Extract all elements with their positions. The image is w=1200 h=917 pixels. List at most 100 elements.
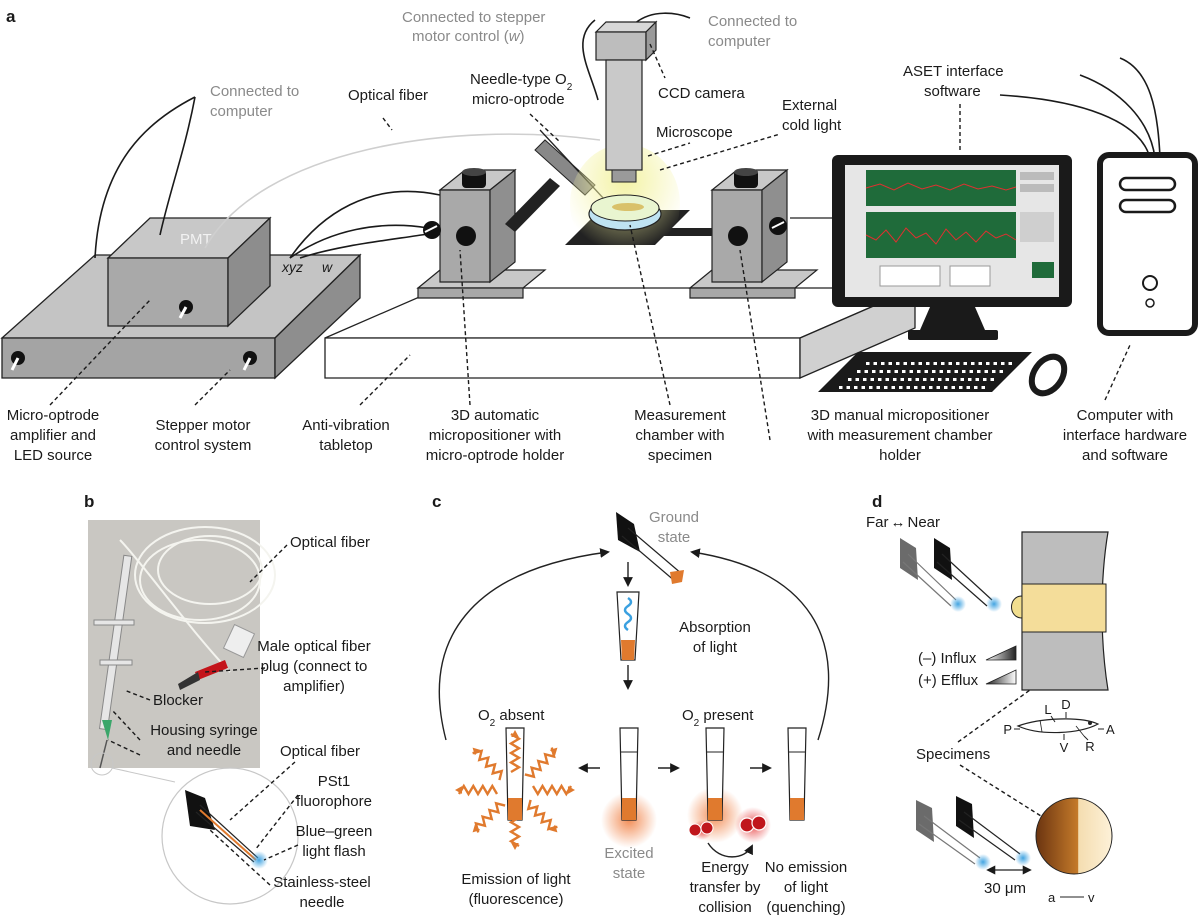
label-chamber-1: Measurement bbox=[634, 407, 727, 424]
b-label-steel-1: Stainless-steel bbox=[273, 874, 371, 891]
label-chamber-2: chamber with bbox=[635, 427, 724, 444]
fluorescence-ray-head bbox=[472, 824, 481, 833]
label-needle-optrode-2: micro-optrode bbox=[472, 91, 565, 108]
far-optrode bbox=[900, 538, 966, 612]
label-manual-positioner-3: holder bbox=[879, 447, 921, 464]
efflux-gradient-icon bbox=[985, 669, 1017, 685]
label-manual-positioner-2: with measurement chamber bbox=[806, 427, 992, 444]
fluorescence-ray-head bbox=[511, 842, 519, 850]
leader-line bbox=[204, 667, 266, 673]
d-axis-a: A bbox=[1106, 722, 1115, 737]
b-label-zoom-fiber: Optical fiber bbox=[280, 743, 360, 760]
wire bbox=[1119, 57, 1161, 159]
keyboard bbox=[818, 352, 1032, 392]
label-aset-1: ASET interface bbox=[903, 63, 1004, 80]
leader-line bbox=[382, 117, 393, 131]
leader-line bbox=[359, 354, 411, 406]
near-optrode-egg bbox=[956, 796, 1031, 866]
c-label-o2-present: O2 present bbox=[682, 707, 754, 729]
d-label-distance: 30 μm bbox=[984, 880, 1026, 897]
cycle-arrow-left bbox=[438, 548, 610, 741]
fluorescence-ray-head bbox=[549, 824, 558, 833]
label-auto-positioner-2: micropositioner with bbox=[429, 427, 562, 444]
label-auto-positioner-1: 3D automatic bbox=[451, 407, 540, 424]
label-amplifier-3: LED source bbox=[14, 447, 92, 464]
fluorescence-ray bbox=[457, 783, 499, 797]
b-label-pst1-1: PSt1 bbox=[318, 773, 351, 790]
wire bbox=[999, 94, 1151, 159]
label-microscope: Microscope bbox=[656, 124, 733, 141]
d-label-far-near: Far↔Near bbox=[866, 514, 940, 531]
label-connected-computer-top-2: computer bbox=[708, 33, 771, 50]
b-label-pst1-2: fluorophore bbox=[296, 793, 372, 810]
quenching-optrode-1 bbox=[705, 727, 725, 821]
d-axis-r: R bbox=[1085, 739, 1094, 754]
label-computer-1: Computer with bbox=[1077, 407, 1174, 424]
label-connected-stepper-1: Connected to stepper bbox=[402, 9, 545, 26]
fluorescence-ray-head bbox=[511, 730, 519, 738]
fluorescence-ray bbox=[524, 747, 556, 779]
leader-line bbox=[123, 689, 151, 701]
d-egg-a: a bbox=[1048, 890, 1056, 905]
leader-line bbox=[629, 224, 671, 406]
label-computer-2: interface hardware bbox=[1063, 427, 1187, 444]
c-label-o2-absent: O2 absent bbox=[478, 707, 545, 729]
label-needle-optrode-1: Needle-type O2 bbox=[470, 71, 573, 93]
c-label-energy-3: collision bbox=[698, 899, 751, 916]
egg-specimen bbox=[1035, 797, 1113, 875]
wire bbox=[582, 19, 599, 101]
fluorescence-ray bbox=[508, 806, 522, 848]
leader-line bbox=[647, 142, 691, 157]
fluorescence-ray-head bbox=[567, 786, 575, 794]
leader-line bbox=[529, 113, 561, 143]
optrode-zoom bbox=[161, 767, 299, 905]
panel-label-b: b bbox=[84, 492, 94, 511]
fluorescence-ray bbox=[472, 749, 504, 781]
ground-state-optrode bbox=[616, 512, 684, 584]
panel-label-d: d bbox=[872, 492, 882, 511]
leader-line bbox=[254, 794, 299, 851]
c-label-noemission-1: No emission bbox=[765, 859, 848, 876]
label-stepper-1: Stepper motor bbox=[155, 417, 250, 434]
d-axis-p: P bbox=[1003, 722, 1012, 737]
optical-fiber-line bbox=[204, 133, 601, 249]
leader-line bbox=[957, 689, 1031, 743]
oxygen-molecule-icon bbox=[688, 807, 771, 858]
wire bbox=[299, 233, 429, 259]
fluorescence-optrode bbox=[505, 727, 525, 821]
pmt-label: PMT bbox=[180, 231, 212, 248]
label-aset-2: software bbox=[924, 83, 981, 100]
c-label-energy-2: transfer by bbox=[690, 879, 761, 896]
d-label-efflux: (+) Efflux bbox=[918, 672, 979, 689]
leader-line bbox=[107, 739, 141, 756]
manual-micropositioner bbox=[688, 168, 819, 299]
label-amplifier-1: Micro-optrode bbox=[7, 407, 100, 424]
d-axis-v: V bbox=[1060, 740, 1069, 755]
c-label-absorption-1: Absorption bbox=[679, 619, 751, 636]
b-label-plug-3: amplifier) bbox=[283, 678, 345, 695]
wire bbox=[159, 96, 196, 236]
wire bbox=[94, 96, 196, 259]
wire bbox=[289, 224, 429, 259]
label-tabletop-1: Anti-vibration bbox=[302, 417, 390, 434]
leader-line bbox=[194, 369, 231, 406]
excited-optrode bbox=[619, 727, 639, 821]
leader-line bbox=[249, 544, 288, 583]
leader-line bbox=[649, 43, 666, 79]
optrode-photo bbox=[88, 520, 276, 769]
label-cold-light-2: cold light bbox=[782, 117, 842, 134]
computer-monitor bbox=[832, 155, 1072, 340]
absorption-optrode bbox=[616, 591, 640, 661]
b-label-housing-1: Housing syringe bbox=[150, 722, 258, 739]
leader-line bbox=[49, 299, 151, 406]
label-tabletop-2: tabletop bbox=[319, 437, 372, 454]
label-computer-3: and software bbox=[1082, 447, 1168, 464]
quenching-optrode-2 bbox=[787, 727, 807, 821]
leader-line bbox=[263, 844, 299, 861]
fluorescence-ray-head bbox=[455, 786, 463, 794]
fluorescence-ray bbox=[474, 801, 506, 833]
fluorescence-ray-head bbox=[549, 747, 558, 756]
leader-line bbox=[459, 249, 471, 406]
d-axis-l: L bbox=[1044, 702, 1051, 717]
